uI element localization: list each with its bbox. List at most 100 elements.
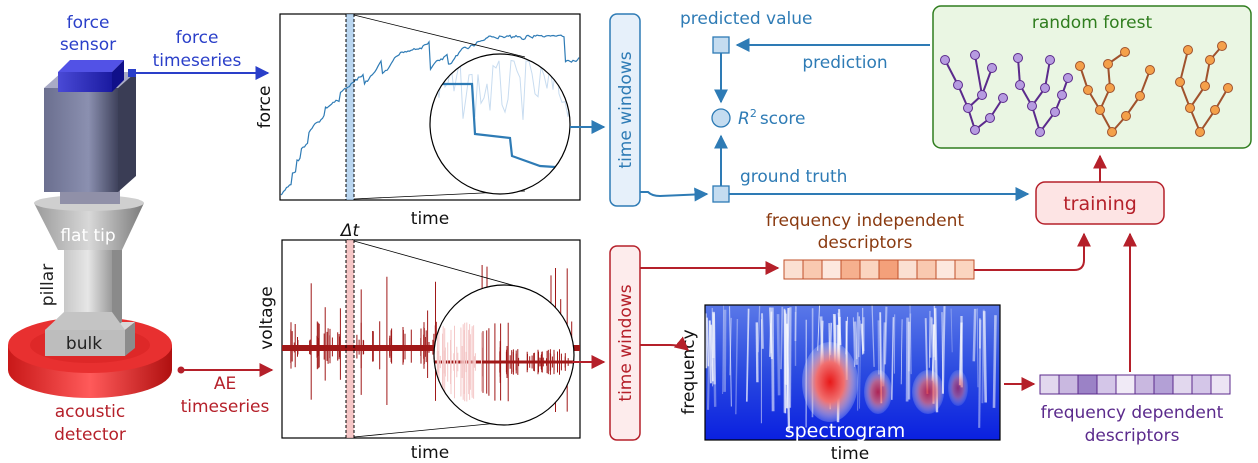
- force-curve: [280, 34, 580, 196]
- spectrogram-streak: [794, 306, 797, 342]
- force-sensor-label-1: force: [67, 13, 110, 33]
- freq-dep-cell: [1153, 374, 1174, 395]
- tree-node: [1121, 111, 1131, 121]
- prediction-label: prediction: [802, 53, 887, 73]
- spectrogram-streak: [722, 305, 725, 395]
- decision-trees: [940, 41, 1233, 137]
- freq-dep-cell: [1077, 374, 1098, 395]
- spectrogram-streak: [780, 306, 784, 370]
- force-sensor-cube: [58, 60, 124, 92]
- predicted-value-label: predicted value: [680, 9, 812, 29]
- voltage-ylabel: voltage: [257, 286, 277, 350]
- ae-timeseries-label-2: timeseries: [181, 397, 270, 417]
- time-windows-top-box: time windows: [609, 13, 641, 207]
- flat-tip-label: flat tip: [60, 226, 115, 246]
- freq-indep-cell: [935, 259, 956, 280]
- spectrogram-streak: [728, 306, 732, 407]
- tree-node: [1175, 77, 1185, 87]
- tree-node: [940, 55, 950, 65]
- bulk-label: bulk: [66, 334, 102, 354]
- freq-dep-cell: [1191, 374, 1212, 395]
- freq-indep-label-1: frequency independent: [766, 211, 964, 231]
- spectrogram-streak: [784, 313, 788, 385]
- voltage-zoom-line-top: [353, 240, 531, 291]
- tree-node: [1050, 107, 1060, 117]
- tree-node: [1013, 53, 1023, 63]
- spectrogram-streak: [858, 316, 860, 358]
- force-zoom-curve: [432, 82, 570, 170]
- spectrogram-streaks: [705, 305, 997, 431]
- freq-indep-vector: [783, 259, 975, 280]
- acoustic-detector-label-2: detector: [54, 425, 126, 445]
- freq-indep-cell: [878, 259, 899, 280]
- freq-dep-cell: [1058, 374, 1079, 395]
- spectrogram-streak: [729, 317, 732, 376]
- delta-t-label: Δt: [339, 221, 361, 241]
- force-zoom-line-top: [353, 14, 526, 58]
- spectrogram-streak: [852, 317, 856, 367]
- spectrogram-streak: [859, 320, 861, 409]
- spectrogram: spectrogram: [704, 304, 1001, 442]
- spectrogram-streak: [992, 315, 997, 408]
- voltage-window-highlight: [346, 240, 354, 438]
- tree-node: [1105, 83, 1115, 93]
- tree-node: [985, 113, 995, 123]
- spectrogram-streak: [788, 307, 792, 408]
- tree-node: [1057, 90, 1067, 100]
- voltage-xlabel: time: [411, 443, 449, 463]
- tree-node: [1045, 55, 1055, 65]
- freq-dep-cell: [1172, 374, 1193, 395]
- spectrogram-streak: [928, 310, 931, 368]
- spectrogram-streak: [735, 318, 739, 415]
- voltage-plot: [281, 239, 581, 439]
- tree-edge: [974, 54, 983, 96]
- freq-indep-cell: [859, 259, 880, 280]
- freq-dep-label-2: descriptors: [1085, 426, 1180, 446]
- tree-node: [977, 90, 987, 100]
- acoustic-detector-label-1: acoustic: [55, 402, 126, 422]
- tree-node: [1135, 91, 1145, 101]
- random-forest-box: random forest: [932, 5, 1252, 149]
- tree-node: [1223, 83, 1233, 93]
- tree-node: [970, 50, 980, 60]
- tree-node: [1015, 80, 1025, 90]
- force-zoom-circle: [429, 53, 571, 195]
- freq-dep-cell: [1134, 374, 1155, 395]
- force-plot: [279, 13, 581, 201]
- tree-node: [1120, 47, 1130, 57]
- spectrogram-streak: [883, 306, 888, 365]
- freq-dep-label-1: frequency dependent: [1041, 403, 1224, 423]
- freq-indep-cell: [783, 259, 804, 280]
- tree-node: [953, 80, 963, 90]
- decision-tree: [1075, 47, 1155, 137]
- spectrogram-streak: [950, 308, 953, 353]
- tree-node: [1095, 105, 1105, 115]
- freq-indep-cell: [954, 259, 975, 280]
- spectrogram-streak: [706, 317, 710, 367]
- tree-node: [1217, 41, 1227, 51]
- freq-indep-cell: [821, 259, 842, 280]
- spectrogram-streak: [900, 319, 903, 385]
- training-box[interactable]: training: [1035, 181, 1165, 225]
- indep-to-training-arrow: [974, 232, 1091, 271]
- force-ylabel: force: [255, 86, 275, 129]
- tree-node: [987, 63, 997, 73]
- voltage-zoom-circle: [433, 284, 575, 426]
- spectrogram-streak: [745, 308, 750, 402]
- pillar-label: pillar: [38, 264, 58, 306]
- force-sensor-label-2: sensor: [60, 35, 116, 55]
- spectrogram-streak: [909, 305, 912, 375]
- tree-node: [1205, 55, 1215, 65]
- spectrogram-streak: [871, 305, 875, 367]
- freq-indep-cell: [916, 259, 937, 280]
- training-label: training: [1063, 193, 1137, 215]
- ground-truth-box: [712, 185, 730, 203]
- tree-node: [1145, 65, 1155, 75]
- decision-tree: [940, 50, 1008, 135]
- ae-timeseries-label-1: AE: [214, 374, 236, 394]
- spectrogram-streak: [929, 316, 933, 358]
- ground-truth-label: ground truth: [740, 167, 847, 187]
- spectrogram-streak: [757, 306, 761, 353]
- windows-to-spectrogram-arrow: [640, 336, 690, 351]
- time-windows-bottom-box: time windows: [609, 245, 641, 441]
